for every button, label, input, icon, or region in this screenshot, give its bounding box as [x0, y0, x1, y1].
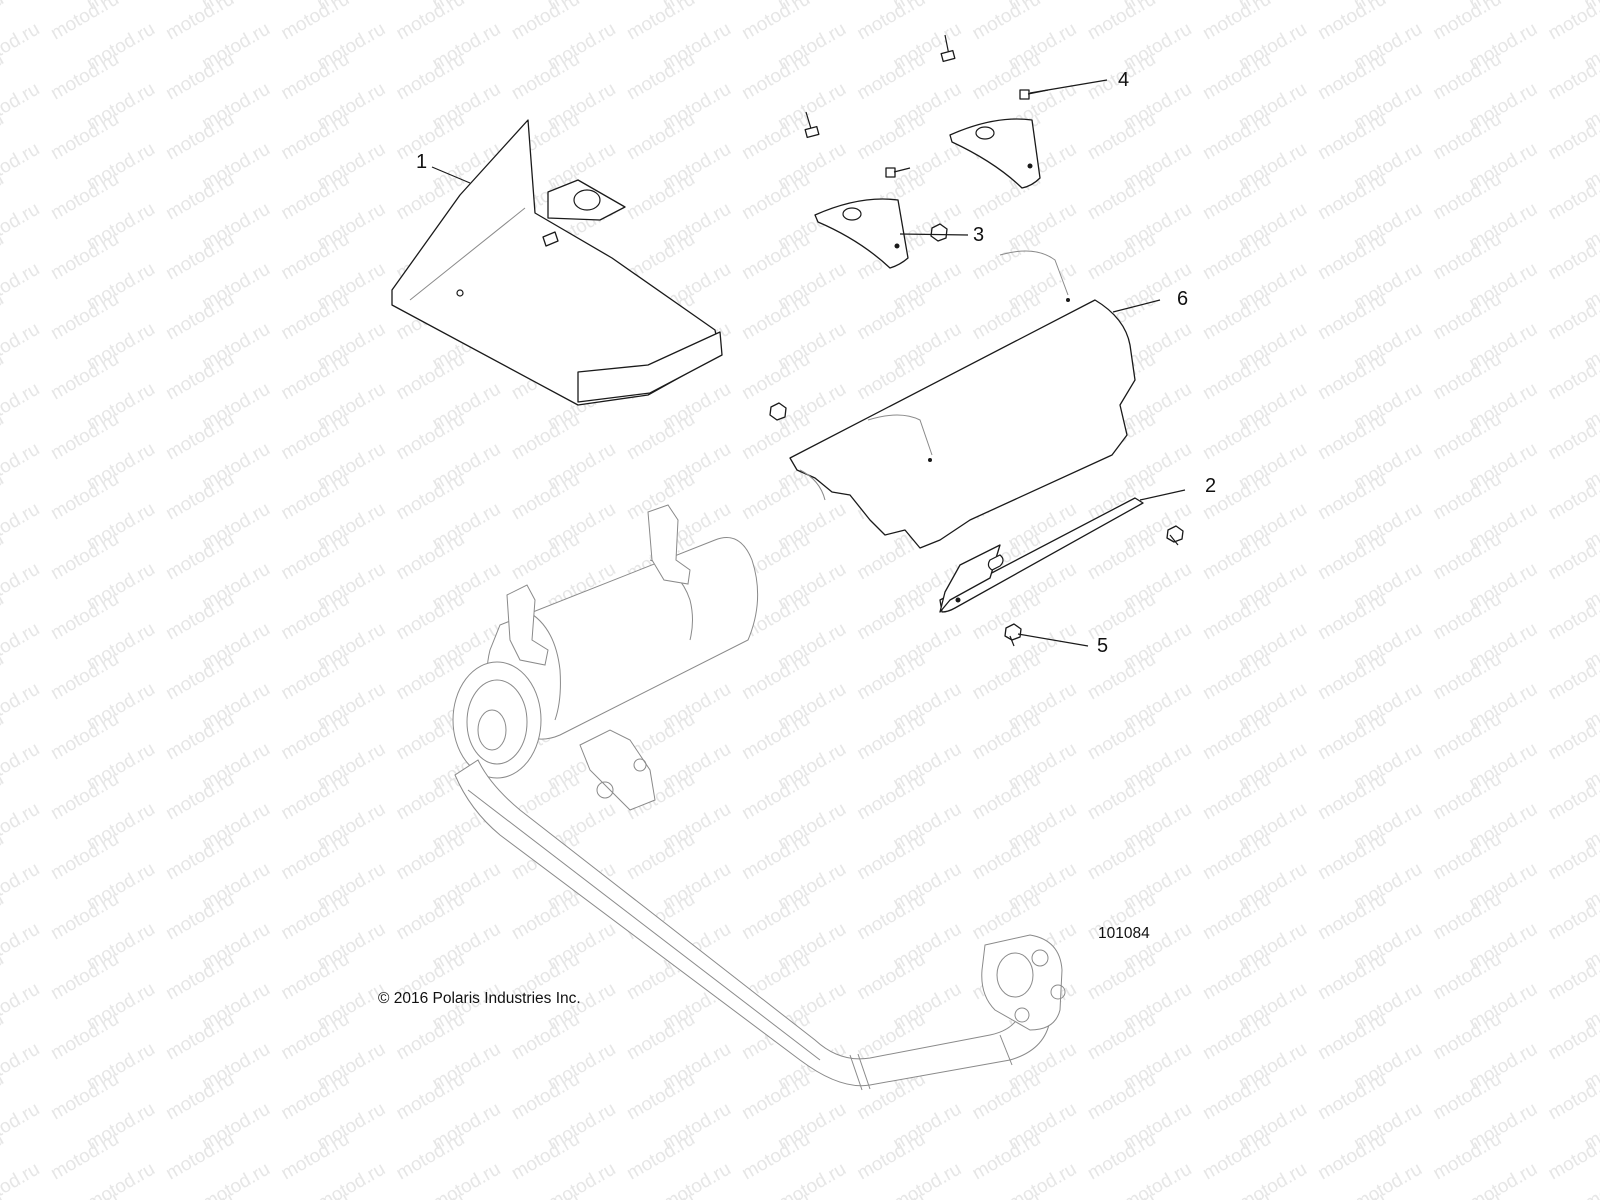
callout-3: 3 [973, 224, 984, 246]
part-3-small-shield-a [814, 198, 909, 269]
small-shield-b-body [949, 118, 1041, 189]
watermark-text: motod.ru [774, 1159, 849, 1200]
watermark-text: motod.ru [1430, 0, 1505, 44]
figure-number: 101084 [1098, 925, 1150, 942]
watermark-text: motod.ru [1199, 0, 1274, 44]
muffler-end-cap [452, 661, 542, 779]
watermark-text: motod.ru [738, 0, 813, 44]
watermark-text: motod.ru [83, 1159, 158, 1200]
bracket-hole [955, 597, 961, 603]
watermark-text: motod.ru [1084, 0, 1159, 44]
watermark-text: motod.ru [1005, 1159, 1080, 1200]
watermark-text: motod.ru [659, 1159, 734, 1200]
bolt-5-lower [1004, 623, 1022, 647]
heat-shield-small-hole [456, 289, 464, 297]
callout-6: 6 [1177, 288, 1188, 310]
watermark-text: motod.ru [429, 1159, 504, 1200]
nut-2 [769, 402, 787, 421]
callout-1: 1 [416, 151, 427, 173]
watermark-text: motod.ru [1350, 1159, 1425, 1200]
muffler-shield-hole-b [1066, 298, 1070, 302]
watermark-text: motod.ru [1314, 0, 1389, 44]
watermark-text: motod.ru [1235, 1159, 1310, 1200]
watermark-text: motod.ru [47, 0, 122, 44]
muffler-shield-hole-a [928, 458, 932, 462]
watermark-text: motod.ru [1120, 1159, 1195, 1200]
heat-shield-mount-hole [573, 189, 601, 211]
watermark-text: motod.ru [623, 0, 698, 44]
watermark-text: motod.ru [890, 1159, 965, 1200]
watermark-text: motod.ru [393, 0, 468, 44]
watermark-text: motod.ru [0, 1159, 43, 1200]
watermark-text: motod.ru [969, 0, 1044, 44]
watermark-text: motod.ru [1545, 0, 1600, 44]
callout-5: 5 [1097, 635, 1108, 657]
callout-4: 4 [1118, 69, 1129, 91]
watermark-text: motod.ru [1466, 1159, 1541, 1200]
bolt-5-right [1166, 525, 1184, 546]
part-3-small-shield-b [949, 118, 1041, 189]
watermark-text: motod.ru [314, 1159, 389, 1200]
watermark-text: motod.ru [854, 0, 929, 44]
small-shield-b-hole [975, 126, 995, 140]
callout-2: 2 [1205, 475, 1216, 497]
watermark-text: motod.ru [198, 1159, 273, 1200]
small-shield-a-hole [842, 207, 862, 221]
watermark-text: motod.ru [162, 0, 237, 44]
watermark-text: motod.ru [544, 1159, 619, 1200]
exhaust-flange [981, 934, 1063, 1031]
copyright-notice: © 2016 Polaris Industries Inc. [378, 990, 581, 1007]
small-shield-a-rivet [894, 243, 900, 249]
watermark-text: motod.ru [278, 0, 353, 44]
small-shield-a-body [814, 198, 909, 269]
small-shield-b-rivet [1027, 163, 1033, 169]
watermark-text: motod.ru [508, 0, 583, 44]
